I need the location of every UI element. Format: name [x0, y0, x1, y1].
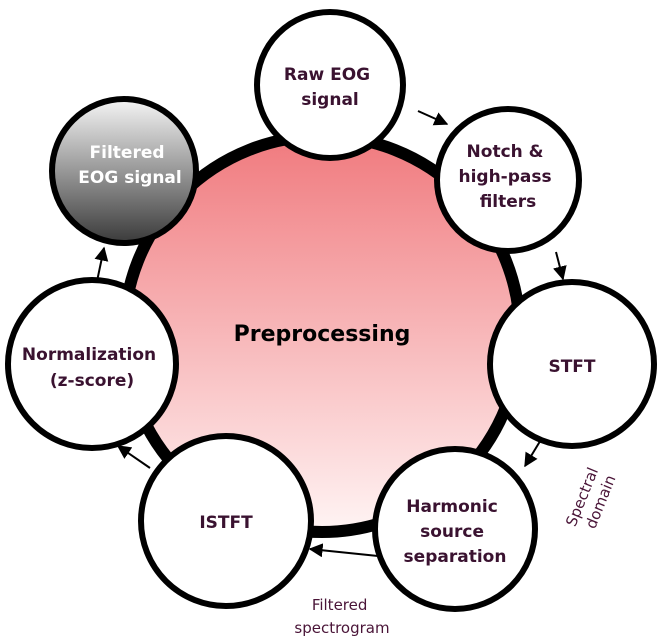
node-harmonic-line-2: source — [420, 522, 484, 542]
node-normalization-line-1: Normalization — [22, 345, 156, 365]
svg-text:ISTFT: ISTFT — [199, 513, 253, 533]
node-notch-line-3: filters — [480, 192, 537, 212]
flow-arrows — [94, 110, 567, 558]
svg-text:Harmonic source se: Harmonic source separation — [404, 497, 507, 567]
arrow-harmonic-to-istft — [308, 543, 379, 558]
arrow-raw-to-notch — [417, 110, 449, 126]
node-raw-eog-line-1: Raw EOG — [284, 65, 370, 85]
node-raw-eog-signal: Raw EOG signal — [254, 9, 406, 161]
node-harmonic-line-3: separation — [404, 547, 507, 567]
annotation-spectrogram-line-2: spectrogram — [294, 619, 389, 637]
annotation-spectral-domain: Spectral domain — [562, 460, 621, 536]
node-stft-line-1: STFT — [548, 357, 595, 377]
arrow-istft-to-normalization — [116, 445, 151, 469]
node-istft: ISTFT — [138, 433, 314, 609]
node-istft-line-1: ISTFT — [199, 513, 253, 533]
node-normalization-line-2: (z-score) — [50, 371, 134, 391]
node-harmonic-separation: Harmonic source separation — [372, 446, 538, 612]
node-raw-eog-line-2: signal — [301, 90, 359, 110]
node-filtered-line-1: Filtered — [90, 143, 165, 163]
node-notch-line-2: high-pass — [458, 167, 551, 187]
node-stft: STFT — [487, 279, 657, 449]
node-harmonic-line-1: Harmonic — [406, 497, 497, 517]
svg-text:Raw EOG signal: Raw EOG signal — [284, 65, 376, 110]
svg-text:Notch & high-pass: Notch & high-pass filters — [458, 142, 557, 212]
annotation-spectrogram-line-1: Filtered — [312, 596, 368, 614]
center-label: Preprocessing — [234, 322, 411, 347]
node-notch-line-1: Notch & — [467, 142, 544, 162]
node-notch-filters: Notch & high-pass filters — [434, 106, 582, 254]
arrow-notch-to-stft — [553, 251, 567, 281]
node-normalization: Normalization (z-score) — [5, 277, 179, 451]
arrow-stft-to-harmonic — [524, 437, 543, 468]
svg-text:Filtered EOG signal: Filtered EOG signal — [78, 143, 181, 188]
node-filtered-line-2: EOG signal — [78, 168, 181, 188]
node-filtered-eog-signal: Filtered EOG signal — [49, 96, 199, 246]
annotation-filtered-spectrogram: Filtered spectrogram — [294, 596, 389, 637]
svg-text:Normalization (z-score): Normalization (z-score) — [22, 345, 162, 391]
svg-text:STFT: STFT — [548, 357, 595, 377]
